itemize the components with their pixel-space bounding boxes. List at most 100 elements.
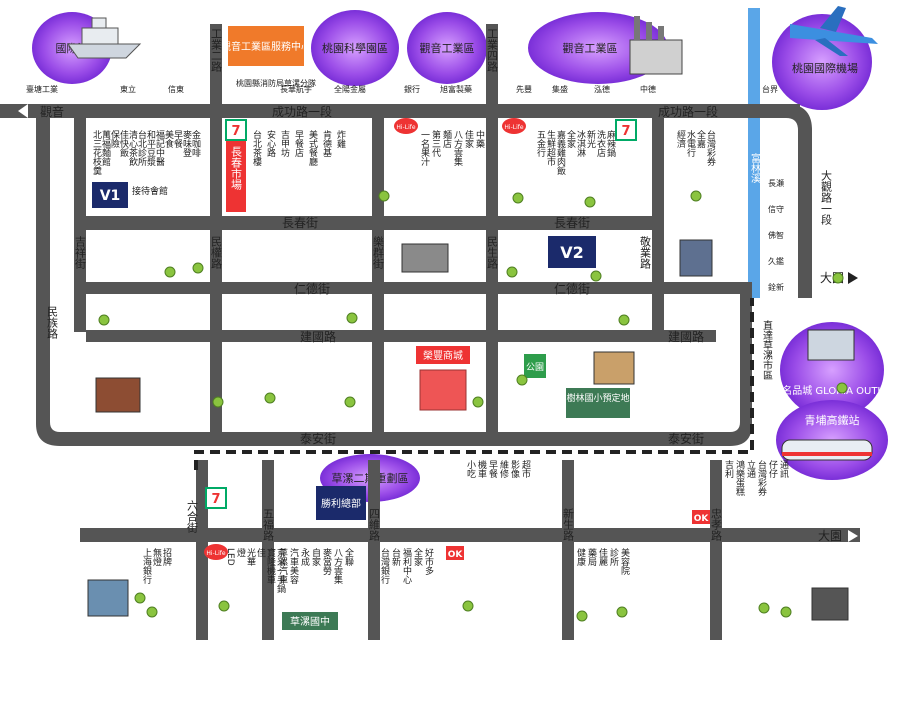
right-shop-label: 銓新 (768, 282, 784, 292)
tree-icon (780, 606, 792, 618)
store-label: 第三代 (430, 129, 441, 158)
store-label: 安心路 (265, 129, 276, 158)
top-places: 臺塘工業東立信東長華航宇全陽金屬銀行旭富製藥先豐集盛泓德中德台界 (26, 84, 778, 94)
store-label: 麥味登 (181, 129, 192, 157)
road-changchun-e: 長春街 (554, 216, 590, 230)
arrow-left-icon (18, 104, 28, 118)
building-icon (87, 579, 129, 617)
store-label: 全嘉 (695, 129, 706, 149)
building-icon (593, 351, 635, 385)
road-taian-w: 泰安街 (300, 431, 336, 446)
road-xinsheng: 新生路 (562, 507, 575, 542)
school-box (566, 388, 630, 418)
seven-eleven-icon: 7 (205, 487, 227, 509)
train-icon (781, 439, 873, 461)
tree-icon (618, 314, 630, 326)
tree-icon (344, 396, 356, 408)
road-minsheng: 民生路 (486, 236, 499, 270)
svg-text:7: 7 (211, 492, 220, 507)
store-label: 新光 (585, 129, 596, 149)
tree-icon (346, 312, 358, 324)
road-rende-e: 仁德街 (554, 281, 590, 296)
top-place-label: 長華航宇 (280, 84, 312, 94)
road-zhida: 直達草漯市區 (761, 319, 773, 380)
store-label: 八方雲集 (332, 548, 343, 585)
tree-icon (192, 262, 204, 274)
tree-icon (506, 266, 518, 278)
road-minzu: 民族路 (46, 306, 59, 340)
road-guanyin: 觀音 (40, 104, 64, 119)
district-science: 桃園科學園區 (322, 41, 388, 55)
trees (98, 190, 848, 622)
store-label: 影像 (509, 460, 520, 478)
store-label: 台新 (390, 547, 401, 567)
store-label: 台灣彩券 (756, 459, 767, 497)
store-label: 全家 (412, 547, 423, 566)
store-label: 機車 (476, 459, 487, 479)
store-label: 水電行 (685, 129, 696, 158)
store-label: 台灣銀行 (379, 547, 390, 585)
top-place-label: 中德 (640, 84, 656, 94)
tree-icon (576, 610, 588, 622)
shengli-box (316, 486, 366, 520)
store-label: 京采一手鍋 (275, 547, 286, 593)
store-label: 麵店 (441, 129, 452, 149)
hilife-icon: Hi-Life (394, 118, 418, 134)
hilife-icon: Hi-Life (502, 118, 526, 134)
changchun-market-box (226, 130, 246, 212)
store-label: 福記中醫 (154, 129, 165, 167)
tree-icon (146, 606, 158, 618)
store-label: 生鮮超市 (545, 129, 556, 167)
service-center-label: 觀音工業區服務中心 (221, 40, 311, 53)
store-label: 早餐 (172, 130, 183, 149)
v1-logo-text: V1 (100, 188, 121, 204)
store-label: 麻辣鍋 (605, 129, 616, 157)
store-label: 早餐店 (293, 130, 304, 158)
store-label: 汽車美容 (288, 547, 299, 585)
district-airport: 桃園國際機場 (792, 61, 858, 75)
store-label: 寶隆機車 (265, 547, 276, 585)
arrow-right-top-icon (848, 272, 858, 284)
tree-icon (98, 314, 110, 326)
svg-text:OK: OK (694, 514, 710, 524)
store-label: 台北茶樓 (251, 129, 262, 167)
road-jianguo-e: 建國路 (668, 329, 704, 344)
shengli-label: 勝利總部 (321, 497, 361, 510)
store-label: 美容院 (619, 547, 630, 576)
store-label: 早餐 (487, 460, 498, 479)
store-label: 全家 (565, 129, 576, 148)
school-label: 樹林國小預定地 (566, 392, 629, 404)
road-dayuan-bottom: 大園 (818, 529, 842, 543)
tree-icon (218, 600, 230, 612)
right-shop-label: 長瀬 (768, 178, 784, 188)
svg-text:OK: OK (448, 550, 464, 560)
district-science-bubble (311, 10, 399, 86)
store-label: 無燈 (151, 547, 162, 567)
tree-icon (134, 592, 146, 604)
svg-text:7: 7 (621, 124, 630, 139)
building-icon (95, 377, 141, 413)
tree-icon (378, 190, 390, 202)
road-chenggong-e: 成功路一段 (658, 104, 718, 119)
district-hsr: 青埔高鐵站 (805, 413, 860, 427)
store-label: 中藥 (474, 129, 485, 149)
store-label: 全聯 (343, 547, 354, 567)
road-zhongxiao: 忠孝路 (710, 508, 723, 542)
store-label: 通訊 (778, 460, 789, 479)
store-label: 上海銀行 (141, 548, 152, 585)
store-label: 嘉義雞肉飯 (555, 129, 566, 176)
store-label: 光華 (245, 547, 256, 566)
tree-icon (758, 602, 770, 614)
svg-text:Hi-Life: Hi-Life (396, 124, 415, 131)
store-label: 洗衣店 (595, 129, 606, 158)
tree-icon (512, 192, 524, 204)
tree-icon (616, 606, 628, 618)
road-siwei: 四維路 (368, 508, 381, 542)
store-label: 鴻樂蛋糕 (734, 459, 745, 497)
ok-mart-icon: OK (692, 510, 710, 524)
road-rende-w: 仁德街 (294, 281, 330, 296)
store-label: 立通 (745, 459, 756, 479)
